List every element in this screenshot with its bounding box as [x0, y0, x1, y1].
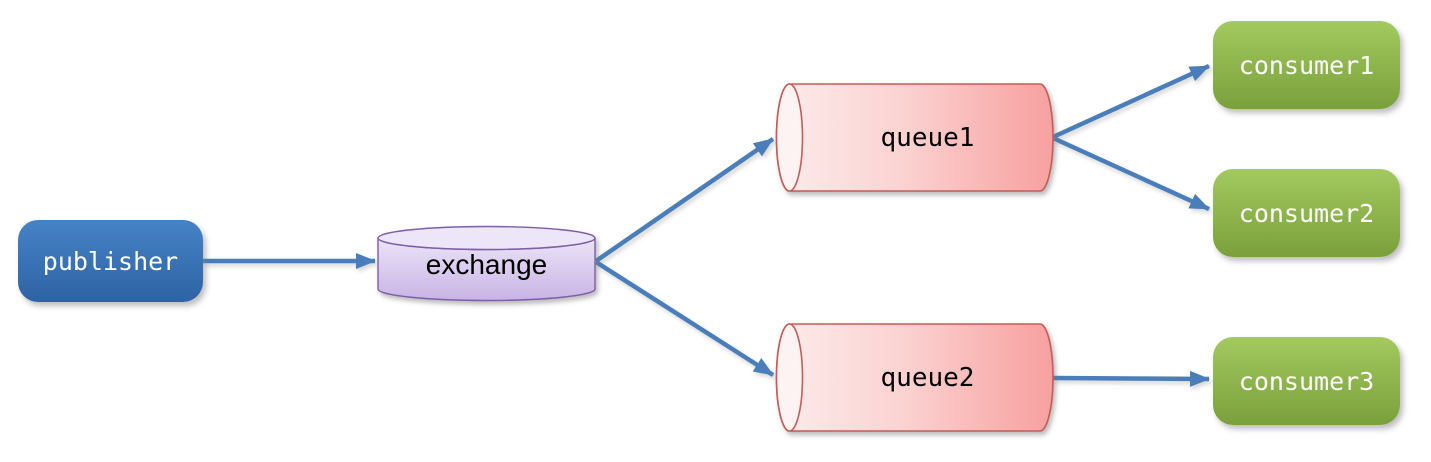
- node-consumer2: consumer2: [1213, 169, 1400, 257]
- edge-queue1-consumer2: [1052, 135, 1210, 212]
- node-publisher-label: publisher: [42, 246, 179, 276]
- node-queue1-shape: [775, 83, 1054, 192]
- node-consumer3: consumer3: [1213, 337, 1400, 425]
- edge-exchange-queue1: [594, 137, 775, 263]
- edge-queue1-consumer1: [1052, 63, 1210, 140]
- edge-queue2-consumer3: [1052, 370, 1210, 387]
- node-consumer1: consumer1: [1213, 21, 1400, 109]
- node-consumer2-label: consumer2: [1238, 198, 1375, 228]
- node-consumer1-label: consumer1: [1238, 50, 1375, 80]
- node-exchange-shape: [377, 225, 596, 302]
- node-publisher: publisher: [18, 220, 203, 302]
- node-consumer3-label: consumer3: [1238, 366, 1375, 396]
- edge-exchange-queue2: [594, 260, 775, 377]
- node-queue2-shape: [775, 323, 1054, 432]
